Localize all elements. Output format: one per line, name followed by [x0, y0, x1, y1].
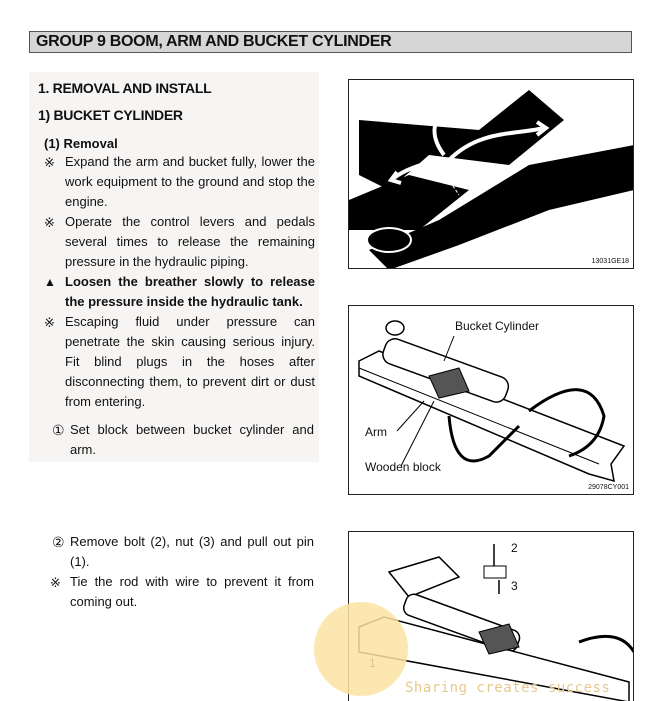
- warning-breather: Loosen the breather slowly to release th…: [65, 274, 315, 309]
- figure-bucket-lowered: 13031GE18: [348, 79, 634, 269]
- figure-cylinder-drawing: [358, 320, 626, 483]
- watermark-text: Sharing creates success: [405, 680, 611, 696]
- group-title: GROUP 9 BOOM, ARM AND BUCKET CYLINDER: [36, 33, 392, 50]
- watermark-logo: [314, 602, 408, 696]
- note-expand-arm: Expand the arm and bucket fully, lower t…: [65, 154, 315, 209]
- note-symbol: ※: [44, 215, 55, 230]
- group-header: GROUP 9 BOOM, ARM AND BUCKET CYLINDER: [29, 31, 632, 53]
- step-number: ②: [52, 534, 65, 550]
- note-symbol: ※: [50, 575, 61, 590]
- note-tie-rod: Tie the rod with wire to prevent it from…: [70, 574, 314, 609]
- text-column-background: [29, 72, 319, 462]
- label-bolt-2: 2: [511, 541, 518, 555]
- note-release-pressure: Operate the control levers and pedals se…: [65, 214, 315, 269]
- figure-bucket-drawing: [349, 90, 633, 268]
- section-subtitle: 1) BUCKET CYLINDER: [38, 107, 183, 123]
- step-set-block: Set block between bucket cylinder and ar…: [70, 422, 314, 457]
- section-title: 1. REMOVAL AND INSTALL: [38, 80, 212, 96]
- figure-code: 13031GE18: [591, 258, 629, 265]
- label-wooden-block: Wooden block: [365, 460, 441, 474]
- step-remove-bolt: Remove bolt (2), nut (3) and pull out pi…: [70, 534, 314, 569]
- figure-wooden-block: Bucket Cylinder Arm Wooden block 29078CY…: [348, 305, 634, 495]
- label-nut-3: 3: [511, 579, 518, 593]
- removal-title: (1) Removal: [44, 136, 118, 151]
- figure-code: 29078CY001: [588, 484, 629, 491]
- label-bucket-cylinder: Bucket Cylinder: [455, 319, 540, 333]
- label-arm: Arm: [365, 425, 387, 439]
- note-escaping-fluid: Escaping fluid under pressure can penetr…: [65, 314, 315, 409]
- step-number: ①: [52, 422, 65, 438]
- note-symbol: ※: [44, 315, 55, 330]
- warning-icon: ▲: [44, 275, 56, 289]
- figure-remove-pin: 2 3 1: [348, 531, 634, 701]
- note-symbol: ※: [44, 155, 55, 170]
